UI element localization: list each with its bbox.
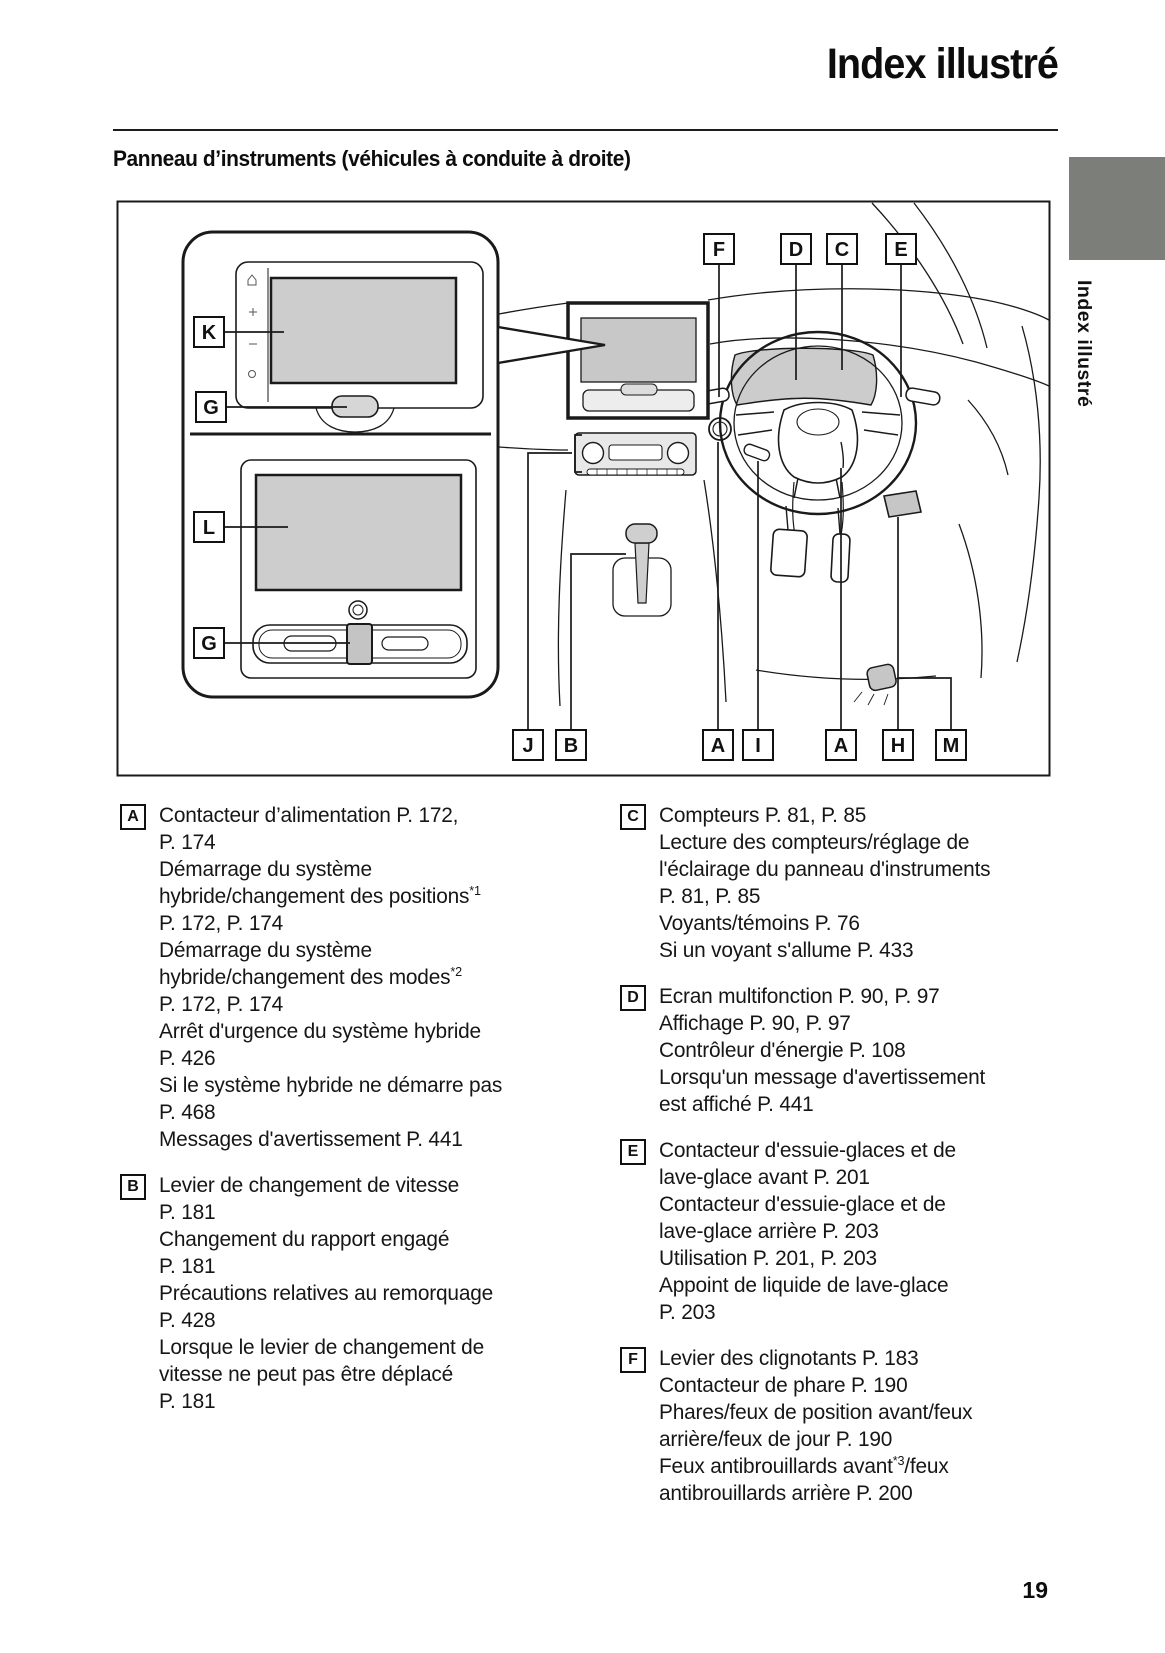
callout-L: L xyxy=(193,511,225,543)
callout-lines xyxy=(224,264,952,730)
callout-M: M xyxy=(935,729,967,761)
svg-text:G: G xyxy=(203,397,219,419)
dash-switch xyxy=(883,490,922,518)
legend-key: A xyxy=(120,804,146,830)
svg-text:A: A xyxy=(711,735,725,757)
legend-key: E xyxy=(620,1139,646,1165)
hood-release xyxy=(853,663,897,706)
callout-A2: A xyxy=(825,729,857,761)
svg-text:D: D xyxy=(789,239,803,261)
callout-J: J xyxy=(512,729,544,761)
svg-text:A: A xyxy=(834,735,848,757)
screen-k xyxy=(269,276,458,385)
svg-text:L: L xyxy=(203,517,215,539)
callout-A1: A xyxy=(702,729,734,761)
page-title: Index illustré xyxy=(826,40,1059,88)
chapter-tab xyxy=(1069,157,1165,260)
shift-lever xyxy=(612,523,672,617)
center-display xyxy=(566,301,710,420)
svg-text:I: I xyxy=(755,735,761,757)
svg-text:M: M xyxy=(943,735,960,757)
callout-D: D xyxy=(780,233,812,265)
svg-text:K: K xyxy=(202,322,217,344)
callout-K: K xyxy=(193,316,225,348)
audio-unit xyxy=(574,432,697,476)
airbag-pad xyxy=(777,401,859,484)
bezel-button-icons xyxy=(247,274,257,378)
callout-B: B xyxy=(555,729,587,761)
svg-text:J: J xyxy=(522,735,533,757)
legend-key: D xyxy=(620,985,646,1011)
svg-text:C: C xyxy=(835,239,849,261)
power-switch xyxy=(708,417,732,441)
button-g-bottom xyxy=(346,623,373,665)
legend-key: F xyxy=(620,1347,646,1373)
dashboard-diagram: F D C E J B A I xyxy=(116,200,1051,777)
svg-text:B: B xyxy=(564,735,578,757)
column-stalk-right xyxy=(840,441,845,469)
screen-l xyxy=(254,473,463,592)
instrument-cluster xyxy=(730,347,878,406)
legend-key: B xyxy=(120,1174,146,1200)
title-rule xyxy=(113,129,1058,131)
callout-G2: G xyxy=(193,627,225,659)
svg-text:E: E xyxy=(894,239,907,261)
section-heading: Panneau d’instruments (véhicules à condu… xyxy=(113,146,631,171)
page-number: 19 xyxy=(1022,1577,1048,1603)
legend-column-left: A Contacteur d’alimentation P. 172,P. 174… xyxy=(120,802,590,1434)
zoom-pointer xyxy=(496,325,606,365)
callout-H: H xyxy=(882,729,914,761)
callout-E: E xyxy=(885,233,917,265)
callout-I: I xyxy=(742,729,774,761)
wiper-stalk xyxy=(905,387,941,406)
legend-item-A: A Contacteur d’alimentation P. 172,P. 174… xyxy=(120,802,590,1153)
callout-C: C xyxy=(826,233,858,265)
callout-F: F xyxy=(703,233,735,265)
inset-panel xyxy=(181,230,500,699)
tilt-lever xyxy=(743,443,771,462)
svg-text:G: G xyxy=(201,633,217,655)
steering-wheel xyxy=(718,330,918,541)
svg-text:H: H xyxy=(891,735,905,757)
callout-G1: G xyxy=(195,391,227,423)
legend-key: C xyxy=(620,804,646,830)
svg-text:F: F xyxy=(713,239,725,261)
chapter-tab-label: Index illustré xyxy=(1073,280,1095,408)
